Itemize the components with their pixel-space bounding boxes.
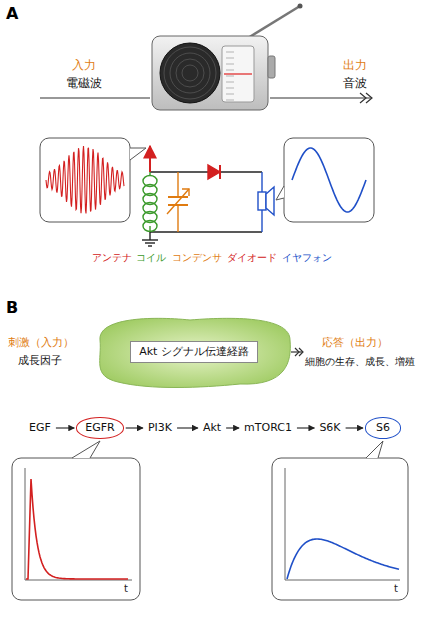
io-heading: 応答（出力） — [322, 336, 388, 349]
pathway-arrow — [177, 427, 198, 428]
io-text: 電磁波 — [66, 76, 102, 90]
highlight-oval: EGFR — [76, 417, 123, 438]
axis-label: t — [124, 583, 128, 595]
part-name: イヤフォン — [282, 252, 332, 264]
io-heading: 出力 — [343, 58, 367, 72]
antenna-symbol — [149, 146, 151, 172]
part-name: コイル — [136, 252, 166, 264]
molecule-name: PI3K — [145, 419, 175, 436]
capacitor-symbol — [167, 172, 189, 232]
axis-label: t — [394, 583, 398, 595]
pathway-arrow — [226, 427, 239, 428]
io-heading: 刺激（入力） — [8, 336, 74, 349]
node-text: S6 — [376, 421, 390, 434]
node-text: EGF — [29, 421, 51, 434]
earphone-symbol — [258, 172, 274, 232]
molecule-name: EGF — [26, 419, 54, 436]
coil-symbol — [143, 172, 157, 232]
node-text: S6K — [319, 421, 340, 434]
molecule-name: mTORC1 — [241, 419, 295, 436]
pathway-arrow — [297, 427, 314, 428]
node-text: Akt シグナル伝達経路 — [139, 345, 249, 358]
pathway-blob — [100, 318, 291, 387]
highlight-oval: S6 — [365, 417, 401, 438]
node-text: mTORC1 — [244, 421, 292, 434]
radio-illustration — [152, 4, 303, 111]
radio-circuit — [142, 146, 274, 246]
callout-bubble — [40, 138, 374, 222]
node-text: Akt — [203, 421, 221, 434]
part-name: アンテナ — [92, 252, 132, 264]
pathway-arrow — [346, 427, 363, 428]
part-name: ダイオード — [227, 252, 277, 264]
molecule-name: Akt — [200, 419, 224, 436]
io-text: 成長因子 — [18, 354, 62, 367]
pathway-box: Akt シグナル伝達経路 — [130, 341, 258, 362]
diode-symbol — [208, 165, 220, 179]
pathway-arrow — [56, 427, 74, 428]
node-text: EGFR — [85, 421, 114, 434]
pathway-arrow — [126, 427, 143, 428]
node-text: PI3K — [148, 421, 172, 434]
io-heading: 入力 — [72, 58, 96, 72]
response-arrow — [291, 348, 303, 356]
io-text: 音波 — [343, 76, 367, 90]
io-text: 細胞の生存、成長、増殖 — [305, 356, 415, 368]
panel-letter: B — [6, 298, 18, 317]
callout-bubble — [12, 441, 408, 600]
part-name: コンデンサ — [172, 252, 222, 264]
panel-letter: A — [6, 4, 18, 23]
molecule-name: S6K — [316, 419, 343, 436]
